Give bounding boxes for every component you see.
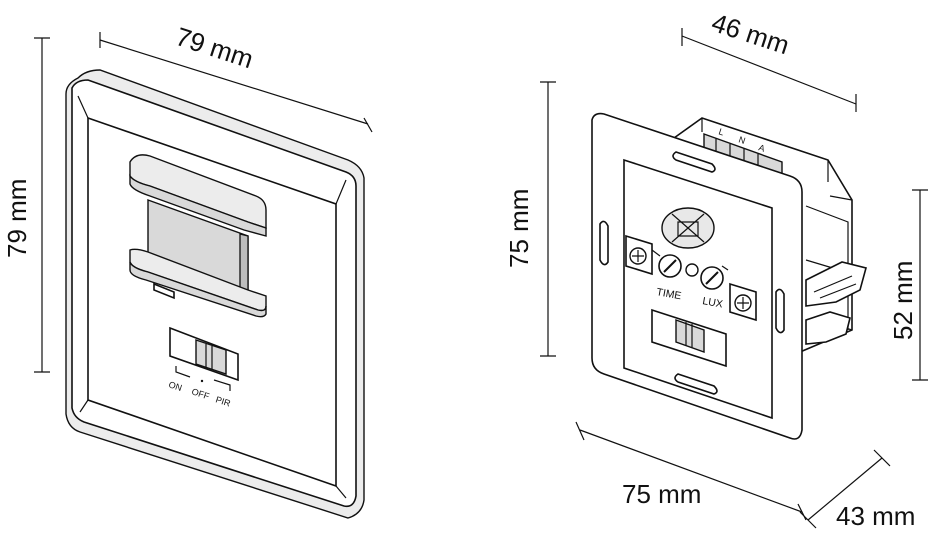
front-view: ON OFF PIR 79 mm 79 mm [2,21,373,519]
front-height-label: 79 mm [2,179,32,258]
terminal-n-label: N [737,134,746,146]
lux-label: LUX [701,295,723,310]
terminal-a-label: A [757,142,766,153]
time-label: TIME [655,286,682,302]
rear-view: L N A TIM [504,7,928,531]
rear-height-label: 75 mm [504,189,534,268]
rear-depth-bottom-label: 43 mm [836,501,915,531]
rear-width-label: 75 mm [622,479,701,509]
terminal-l-label: L [717,126,725,137]
rear-depth-top-label: 46 mm [708,7,793,60]
rear-inner-height-label: 52 mm [888,261,918,340]
switch-label-pir: PIR [214,394,232,408]
switch-label-on: ON [167,379,183,393]
